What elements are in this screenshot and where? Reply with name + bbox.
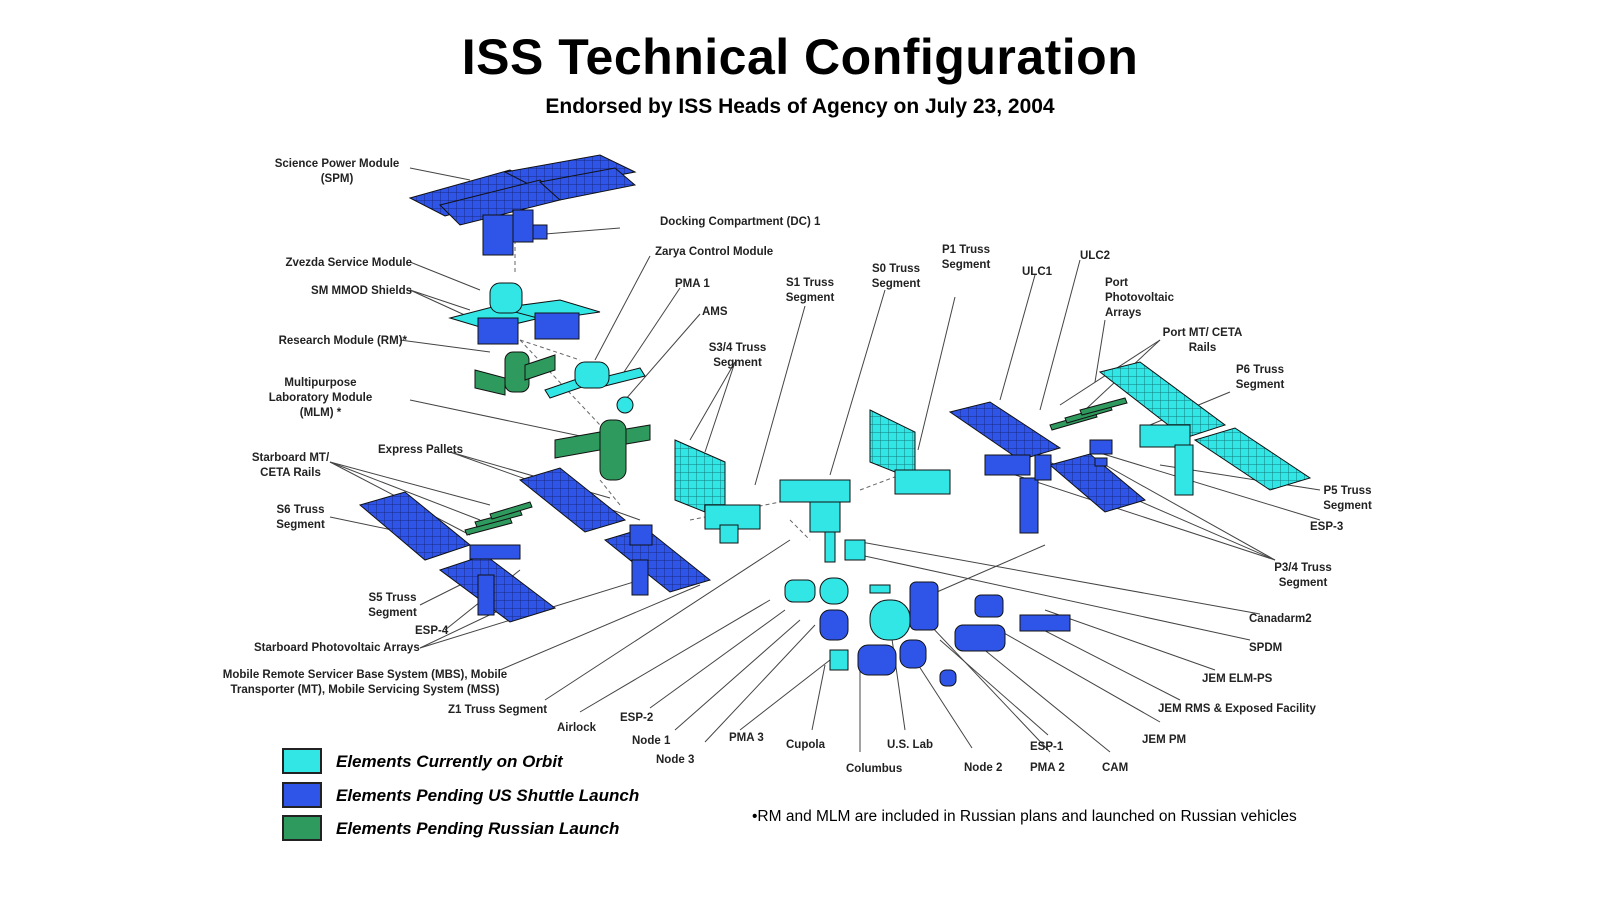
label-jem-pm: JEM PM [1142, 734, 1187, 746]
label-columbus: Columbus [846, 763, 903, 775]
page-subtitle: Endorsed by ISS Heads of Agency on July … [545, 95, 1055, 118]
label-zvezda: Zvezda Service Module [285, 257, 412, 269]
label-express: Express Pallets [378, 444, 464, 456]
label-zarya: Zarya Control Module [655, 246, 774, 258]
label-z1: Z1 Truss Segment [448, 704, 548, 716]
label-ulc2: ULC2 [1080, 250, 1111, 262]
label-s0: S0 Truss Segment [871, 263, 921, 290]
science-power-module [408, 154, 637, 256]
label-pma1: PMA 1 [675, 278, 710, 290]
leader-lines [329, 167, 1321, 753]
esp-3 [1089, 439, 1113, 467]
label-mlm: Multipurpose Laboratory Module (MLM) * [268, 377, 373, 419]
lower-modules [784, 577, 1071, 687]
legend-label-russian: Elements Pending Russian Launch [336, 819, 620, 838]
label-pma3: PMA 3 [729, 732, 764, 744]
page-title: ISS Technical Configuration [461, 29, 1139, 85]
label-p6: P6 Truss Segment [1235, 364, 1285, 391]
label-mbs: Mobile Remote Servicer Base System (MBS)… [222, 669, 508, 696]
label-s5: S5 Truss Segment [368, 592, 417, 619]
label-s34: S3/4 Truss Segment [708, 342, 767, 369]
starboard-mt-ceta-rails [464, 501, 533, 536]
p1-truss-segment [869, 409, 951, 495]
label-p34: P3/4 Truss Segment [1274, 562, 1332, 589]
label-spm: Science Power Module (SPM) [274, 158, 400, 185]
label-esp3: ESP-3 [1310, 521, 1344, 533]
label-starboard-mt: Starboard MT/ CETA Rails [251, 452, 330, 479]
label-spdm: SPDM [1249, 642, 1283, 654]
s1-truss-segment [779, 479, 866, 563]
label-rm: Research Module (RM)* [278, 335, 407, 347]
zvezda-service-module [448, 282, 601, 345]
port-mt-ceta-rails [1049, 397, 1128, 431]
label-jem-elm: JEM ELM-PS [1202, 673, 1273, 685]
label-ams: AMS [702, 306, 728, 318]
label-airlock: Airlock [557, 722, 596, 734]
starboard-photovoltaic-arrays [358, 467, 712, 623]
label-node2: Node 2 [964, 762, 1003, 774]
label-port-mt: Port MT/ CETA Rails [1162, 327, 1243, 354]
label-s6: S6 Truss Segment [276, 504, 325, 531]
legend-swatch-us-shuttle [282, 782, 322, 808]
label-starboard-pv: Starboard Photovoltaic Arrays [254, 642, 420, 654]
legend-label-us-shuttle: Elements Pending US Shuttle Launch [336, 786, 640, 805]
p6-truss-segment [1098, 361, 1312, 496]
label-node1: Node 1 [632, 735, 671, 747]
label-port-pv: Port Photovoltaic Arrays [1105, 277, 1175, 319]
zarya-control-module [544, 361, 646, 414]
multipurpose-laboratory-module [554, 419, 651, 481]
legend-swatch-russian [282, 815, 322, 841]
label-s1: S1 Truss Segment [785, 277, 835, 304]
footnote: •RM and MLM are included in Russian plan… [752, 808, 1297, 825]
label-cupola: Cupola [786, 739, 825, 751]
label-sm-mmod: SM MMOD Shields [311, 285, 412, 297]
label-esp2: ESP-2 [620, 712, 654, 724]
port-photovoltaic-arrays [948, 401, 1147, 534]
research-module [474, 351, 556, 396]
label-ulc1: ULC1 [1022, 266, 1053, 278]
label-p5: P5 Truss Segment [1323, 485, 1372, 512]
legend-label-on-orbit: Elements Currently on Orbit [336, 752, 563, 771]
s3-4-truss-segment [674, 439, 761, 544]
legend-swatch-on-orbit [282, 748, 322, 774]
label-jem-rms: JEM RMS & Exposed Facility [1158, 703, 1316, 715]
label-node3: Node 3 [656, 754, 695, 766]
label-cam: CAM [1102, 762, 1129, 774]
label-p1: P1 Truss Segment [941, 244, 991, 271]
label-uslab: U.S. Lab [887, 739, 934, 751]
label-pma2: PMA 2 [1030, 762, 1065, 774]
label-esp4: ESP-4 [415, 625, 449, 637]
label-canadarm2: Canadarm2 [1249, 613, 1312, 625]
label-esp1: ESP-1 [1030, 741, 1064, 753]
label-dc1: Docking Compartment (DC) 1 [660, 216, 821, 228]
